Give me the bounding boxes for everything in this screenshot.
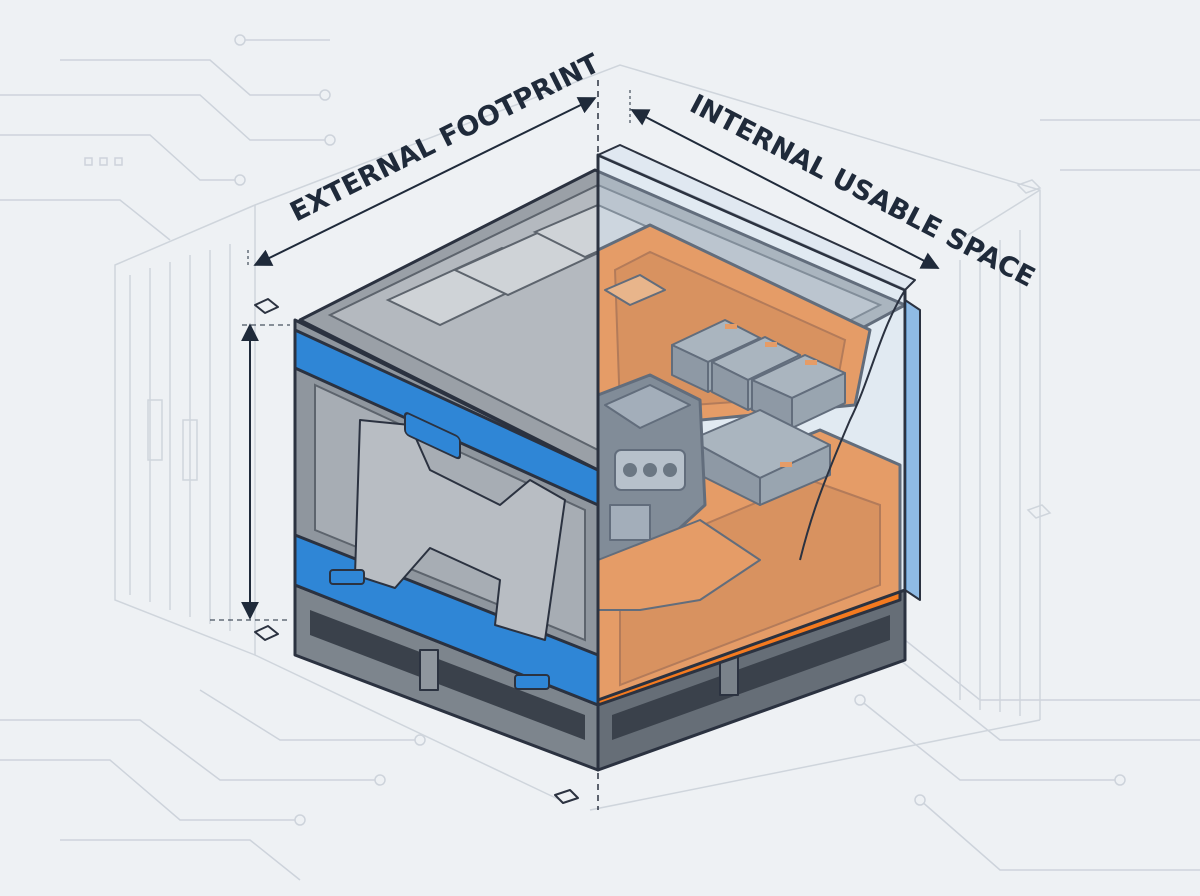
container-exterior-face bbox=[293, 318, 600, 707]
battery-module-row bbox=[671, 319, 846, 429]
cutaway-interior bbox=[596, 223, 902, 707]
dimension-arrows bbox=[210, 90, 940, 621]
circuit-trace-background bbox=[0, 34, 1200, 881]
corner-markers bbox=[254, 298, 579, 804]
